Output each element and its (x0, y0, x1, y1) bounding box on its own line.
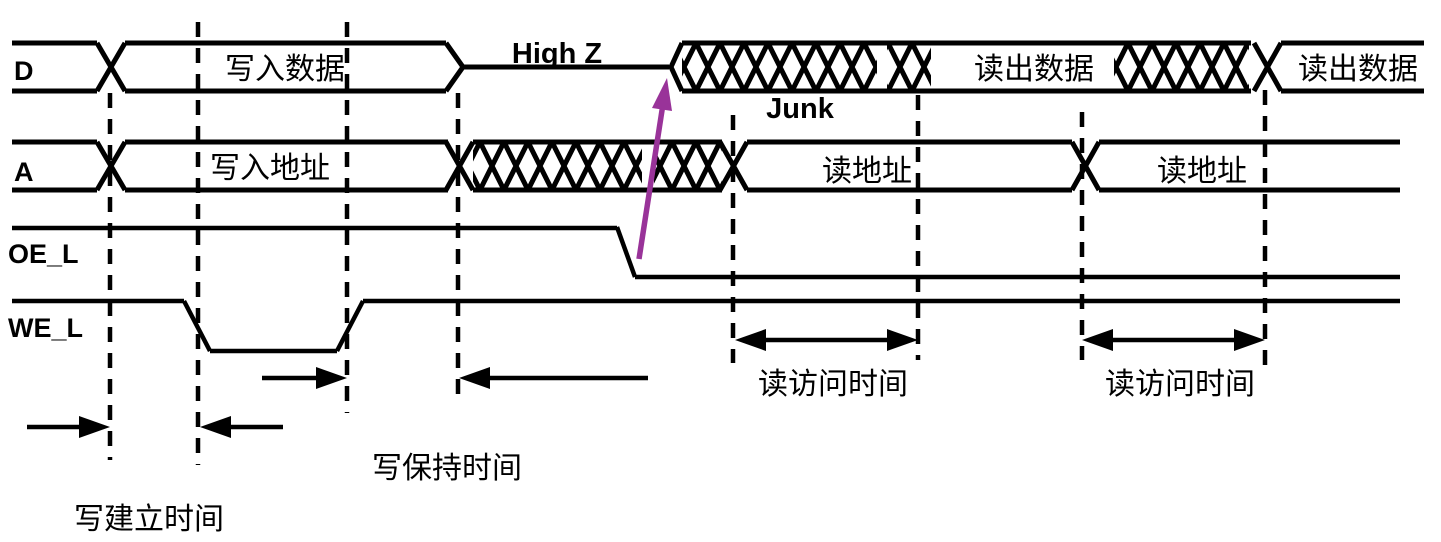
write-hold-arrows (262, 367, 648, 389)
d-junk-hatch-1 (682, 43, 877, 91)
d-read-data-label-2: 读出数据 (1298, 53, 1418, 86)
a-transition-x-1 (94, 140, 128, 192)
d-junk-label: Junk (766, 93, 835, 125)
signal-oe-waveform (12, 225, 1400, 280)
a-write-address-label: 写入地址 (210, 152, 330, 185)
write-hold-arrow-right-head (459, 367, 490, 389)
a-bus-read-address-2 (1099, 139, 1400, 193)
a-transition-x-2 (443, 140, 476, 192)
we-falling-edge (182, 299, 212, 353)
a-bus-left (12, 139, 97, 193)
write-setup-time-label: 写建立时间 (74, 503, 224, 536)
signal-a-waveform (12, 139, 1400, 193)
d-bus-read-data-2 (1281, 40, 1424, 94)
d-write-data-label: 写入数据 (225, 53, 345, 86)
write-setup-arrows (27, 416, 283, 438)
oe-falling-edge (614, 226, 638, 278)
a-hatch-2 (654, 142, 722, 190)
signal-label-a: A (14, 157, 34, 187)
d-read-data-label-1: 读出数据 (974, 53, 1094, 86)
write-hold-time-label: 写保持时间 (372, 452, 522, 485)
a-bus-write-address (125, 139, 448, 193)
d-hatch-3 (1114, 43, 1249, 91)
d-hatch-3-rails (1114, 40, 1251, 94)
read-access-2-left-head (1082, 329, 1113, 351)
a-bus-read-address-1 (747, 139, 1072, 193)
read-access-arrow-2 (1082, 329, 1265, 351)
write-setup-arrow-right-head (200, 416, 231, 438)
read-access-time-label-2: 读访问时间 (1105, 368, 1255, 401)
we-rising-edge (335, 299, 365, 353)
d-junk-rails (682, 40, 931, 94)
d-bus-open-bracket (668, 41, 685, 93)
read-access-2-right-head (1234, 329, 1265, 351)
d-junk-hatch-2 (887, 43, 931, 91)
signal-label-we: WE_L (8, 313, 83, 343)
junk-pointer-head (652, 78, 672, 111)
d-highz-label: High Z (512, 38, 602, 70)
d-bus-close-bracket (443, 41, 467, 93)
d-transition-x-1 (94, 41, 128, 93)
a-transition-x-4 (1069, 140, 1102, 192)
a-transition-x-3 (717, 140, 750, 192)
read-access-arrow-1 (735, 329, 918, 351)
junk-pointer-arrow (636, 78, 672, 260)
signal-label-d: D (14, 56, 34, 86)
a-hatch-1 (473, 142, 642, 190)
read-access-1-right-head (887, 329, 918, 351)
a-read-address-label-1: 读地址 (822, 155, 912, 188)
write-hold-arrow-left-head (316, 367, 347, 389)
dashed-guides (107, 22, 1268, 465)
d-bus-write-data (125, 40, 446, 94)
read-access-1-left-head (735, 329, 766, 351)
d-bus-left (12, 40, 97, 94)
d-bus-read-data-1 (931, 40, 1114, 94)
signal-label-oe: OE_L (8, 239, 79, 269)
write-setup-arrow-left-head (79, 416, 110, 438)
read-access-time-label-1: 读访问时间 (758, 368, 908, 401)
a-read-address-label-2: 读地址 (1157, 155, 1247, 188)
d-transition-x-2 (1251, 41, 1284, 93)
signal-d-waveform (12, 40, 1424, 94)
signal-we-waveform (12, 298, 1400, 354)
junk-pointer-line (636, 103, 666, 260)
a-hatch-rails (473, 139, 722, 193)
